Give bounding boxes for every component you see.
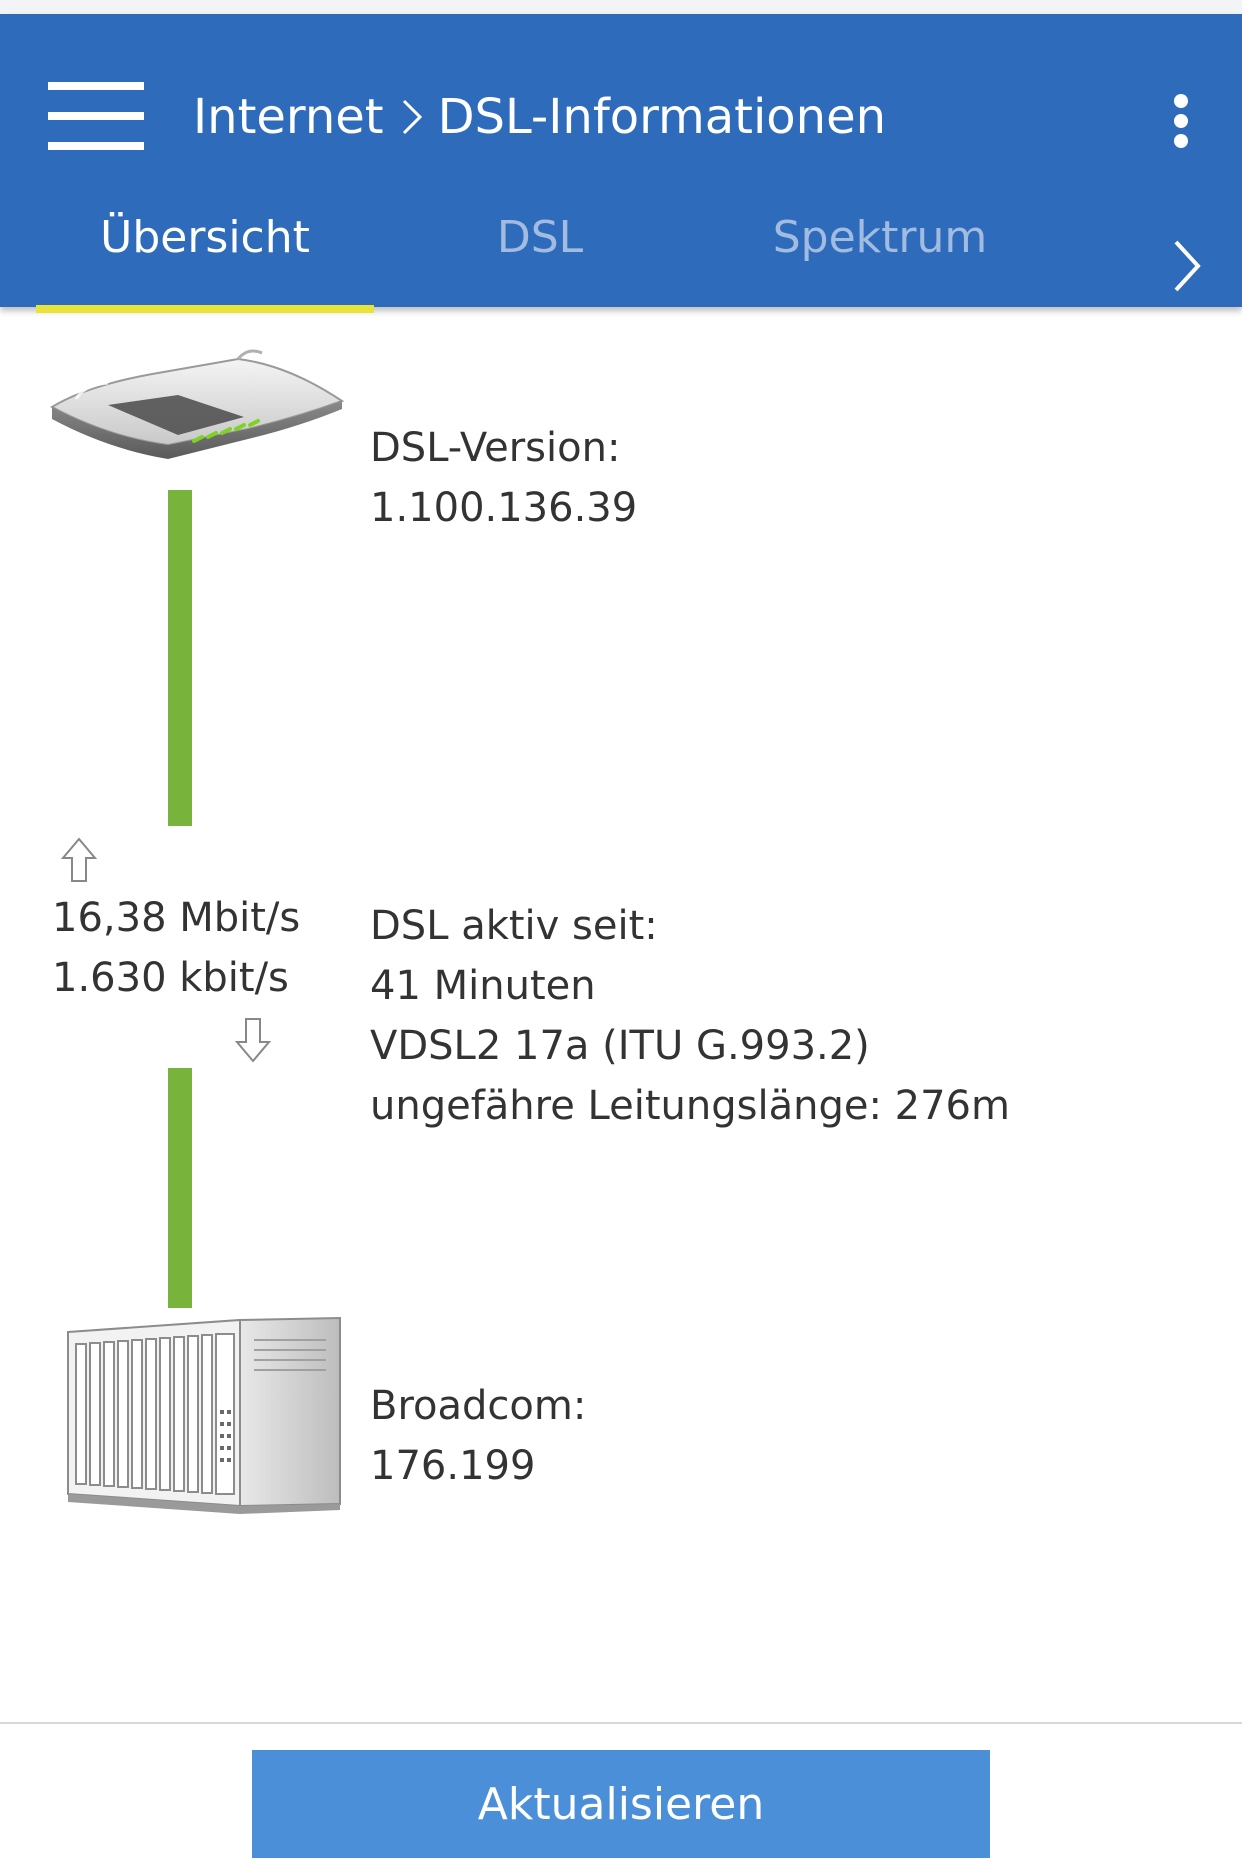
dslam-icon <box>67 1316 341 1514</box>
tab-uebersicht[interactable]: Übersicht <box>100 212 310 263</box>
arrow-down-icon <box>234 1018 272 1063</box>
dsl-active-duration: 41 Minuten <box>370 963 596 1009</box>
more-options-icon[interactable] <box>1166 84 1196 154</box>
arrow-up-icon <box>60 837 98 882</box>
footer-divider <box>0 1722 1242 1724</box>
upstream-rate: 16,38 Mbit/s <box>52 895 301 941</box>
dsl-standard: VDSL2 17a (ITU G.993.2) <box>370 1023 870 1069</box>
line-length: ungefähre Leitungslänge: 276m <box>370 1083 1010 1129</box>
downstream-rate: 1.630 kbit/s <box>52 955 289 1001</box>
tab-dsl[interactable]: DSL <box>496 212 584 263</box>
broadcom-label: Broadcom: <box>370 1383 587 1429</box>
app-header: Internet DSL-Informationen Übersicht DSL… <box>0 14 1242 313</box>
chevron-right-icon <box>402 99 422 135</box>
status-strip <box>0 0 1242 14</box>
dsl-line-bottom <box>168 1068 192 1308</box>
router-icon <box>49 349 345 459</box>
breadcrumb-dsl-informationen: DSL-Informationen <box>437 89 887 145</box>
dsl-version-value: 1.100.136.39 <box>370 485 638 531</box>
breadcrumb: Internet DSL-Informationen <box>193 72 886 162</box>
broadcom-value: 176.199 <box>370 1443 536 1489</box>
tab-spektrum[interactable]: Spektrum <box>772 212 988 263</box>
dsl-line-top <box>168 490 192 826</box>
dsl-version-label: DSL-Version: <box>370 425 621 471</box>
refresh-button[interactable]: Aktualisieren <box>252 1750 990 1858</box>
chevron-right-icon[interactable] <box>1166 236 1206 296</box>
breadcrumb-internet[interactable]: Internet <box>193 89 384 145</box>
dsl-active-label: DSL aktiv seit: <box>370 903 658 949</box>
active-tab-indicator <box>36 305 374 313</box>
menu-icon[interactable] <box>44 66 144 150</box>
